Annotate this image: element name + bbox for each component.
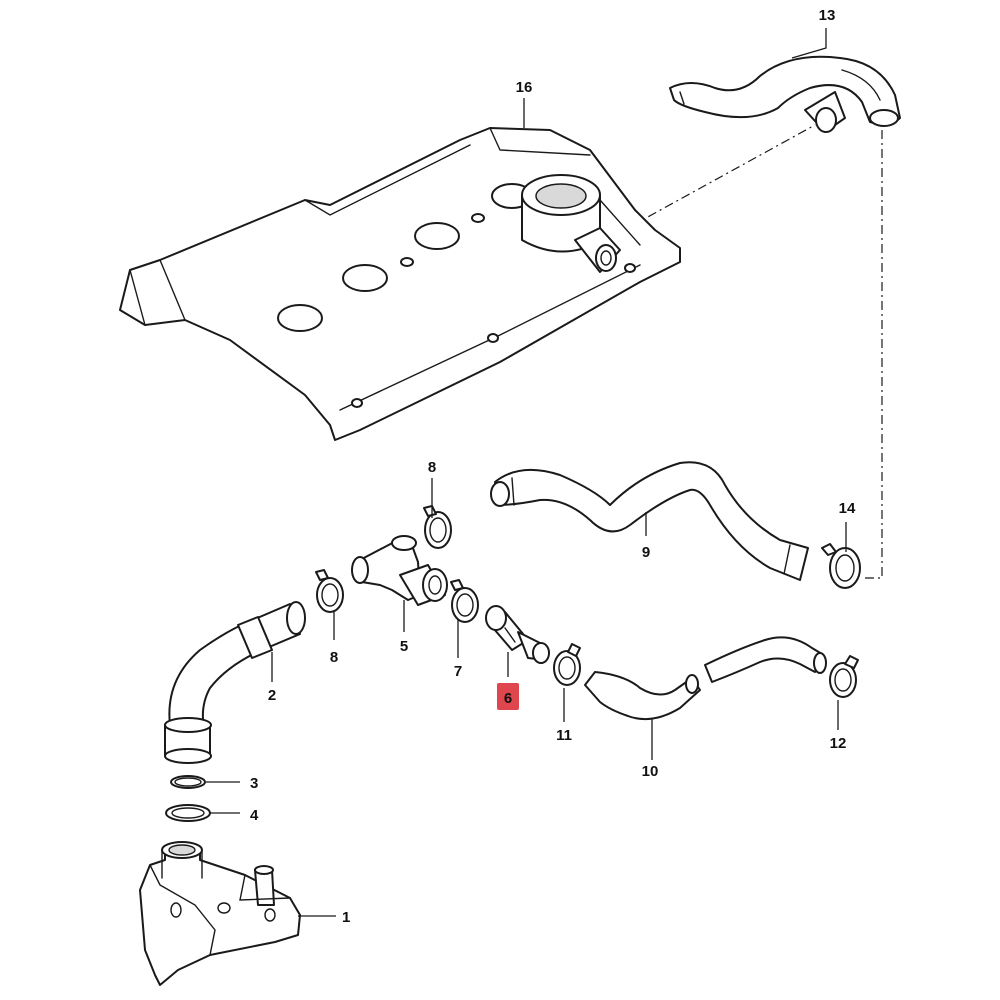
leader-lines	[206, 28, 847, 917]
clamp-8-lower	[315, 569, 344, 613]
callout-3[interactable]: 3	[250, 775, 258, 792]
callout-5[interactable]: 5	[400, 638, 408, 655]
callout-6[interactable]: 6	[504, 690, 512, 707]
callouts: 13 16 8 14 9 8 5 7 6 2 11 12 10 3 4 1	[250, 7, 856, 926]
separator-housing	[139, 841, 301, 986]
o-ring-3	[170, 775, 206, 789]
long-hose	[490, 461, 809, 581]
callout-16[interactable]: 16	[516, 79, 533, 96]
callout-8-lower[interactable]: 8	[330, 649, 338, 666]
clamp-7	[450, 579, 479, 623]
upper-hose	[669, 55, 901, 133]
lower-hose	[584, 636, 827, 721]
callout-7[interactable]: 7	[454, 663, 462, 680]
o-ring-4	[165, 804, 211, 822]
highlight-box	[497, 683, 519, 710]
callout-12[interactable]: 12	[830, 735, 847, 752]
assembly-lines	[614, 124, 883, 579]
callout-14[interactable]: 14	[839, 500, 856, 517]
clamp-8-upper	[423, 505, 452, 549]
callout-2[interactable]: 2	[268, 687, 276, 704]
clamp-12	[829, 655, 859, 698]
callout-4[interactable]: 4	[250, 807, 259, 824]
elbow-hose	[164, 601, 306, 764]
clamp-14	[821, 543, 861, 589]
callout-8-upper[interactable]: 8	[428, 459, 436, 476]
callout-11[interactable]: 11	[556, 727, 572, 744]
clamp-11	[553, 643, 581, 686]
callout-13[interactable]: 13	[819, 7, 836, 24]
t-piece	[351, 535, 448, 606]
callout-9[interactable]: 9	[642, 544, 650, 561]
callout-10[interactable]: 10	[642, 763, 659, 780]
callout-1[interactable]: 1	[342, 909, 350, 926]
valve-cover	[119, 127, 681, 441]
check-valve	[485, 605, 550, 664]
